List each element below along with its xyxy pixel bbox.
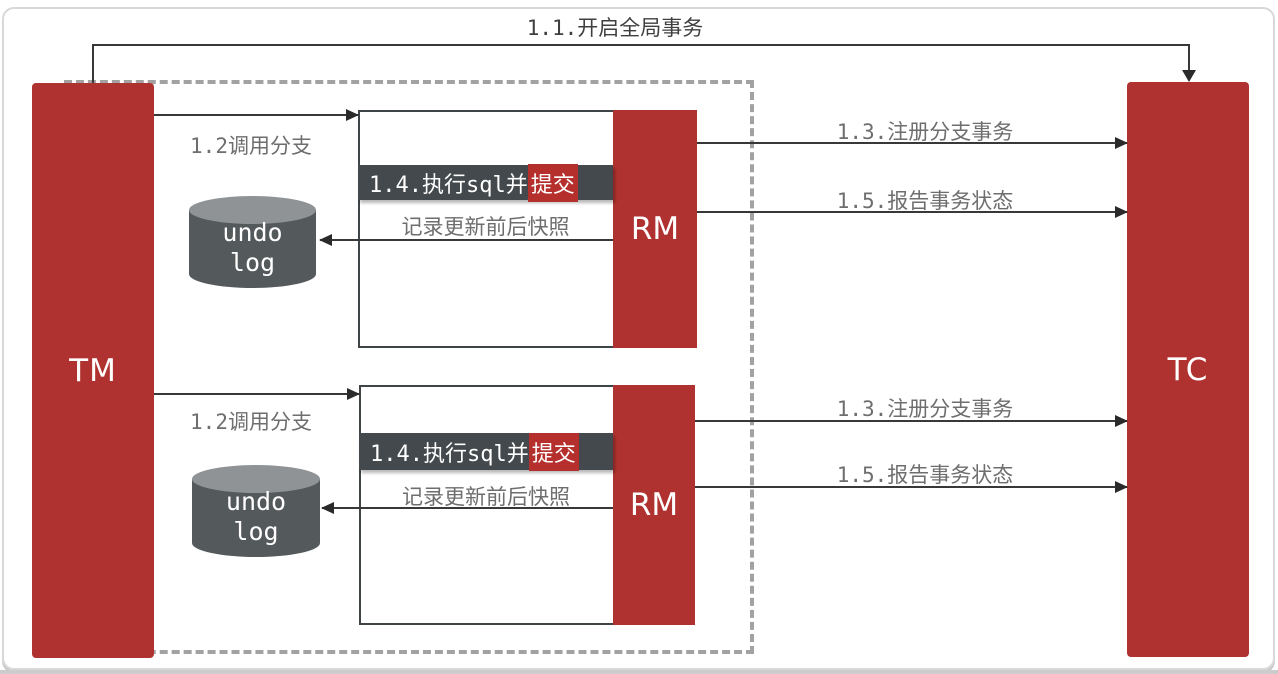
arrowhead-left-icon — [319, 234, 332, 246]
report-status-label: 1.5.报告事务状态 — [836, 189, 1014, 213]
snapshot-arrow — [321, 502, 613, 514]
report-status-arrow — [695, 481, 1128, 493]
exec-sql-bar: 1.4.执行sql并提交 — [359, 432, 613, 471]
report-status-label: 1.5.报告事务状态 — [836, 463, 1014, 487]
arrowhead-right-icon — [1115, 415, 1128, 427]
database-icon-bottom — [189, 260, 316, 288]
snapshot-arrow — [319, 234, 613, 246]
global-transaction-arrow-right-segment — [1188, 44, 1190, 71]
global-transaction-arrow-left-segment — [92, 44, 94, 83]
undo-log-label: undo log — [225, 487, 287, 546]
register-branch-label: 1.3.注册分支事务 — [836, 397, 1014, 421]
tm-label: TM — [69, 352, 117, 389]
exec-commit-highlight: 提交 — [528, 432, 579, 471]
global-transaction-label: 1.1.开启全局事务 — [526, 16, 704, 40]
tm-node: TM — [32, 83, 154, 658]
exec-sql-bar: 1.4.执行sql并提交 — [358, 163, 613, 202]
register-branch-arrow — [695, 415, 1128, 427]
database-icon-top — [189, 196, 316, 224]
database-icon-top — [192, 465, 320, 493]
exec-sql-label: 1.4.执行sql并 — [369, 172, 528, 198]
exec-sql-label: 1.4.执行sql并 — [370, 441, 529, 467]
arrowhead-right-icon — [1115, 481, 1128, 493]
rm-label: RM — [629, 487, 679, 523]
arrowhead-right-icon — [347, 388, 360, 400]
outer-frame — [2, 7, 1275, 670]
arrowhead-down-icon — [1182, 70, 1196, 82]
database-icon-bottom — [192, 529, 320, 557]
tc-node: TC — [1127, 82, 1249, 657]
snapshot-label: 记录更新前后快照 — [402, 485, 570, 509]
undo-log-label: undo log — [222, 218, 283, 277]
undo-log-cylinder: undo log — [189, 196, 316, 288]
arrowhead-right-icon — [1115, 137, 1128, 149]
arrowhead-left-icon — [321, 502, 334, 514]
rm-node: RM — [613, 110, 697, 348]
rm-node: RM — [613, 385, 695, 625]
report-status-arrow — [697, 206, 1128, 218]
global-transaction-arrow — [92, 44, 1190, 46]
register-branch-arrow — [697, 137, 1128, 149]
bottom-divider — [0, 670, 1278, 674]
undo-log-cylinder: undo log — [192, 465, 320, 557]
register-branch-label: 1.3.注册分支事务 — [836, 120, 1014, 144]
branch-call-arrow — [154, 388, 360, 400]
rm-label: RM — [630, 211, 680, 247]
arrowhead-right-icon — [1115, 206, 1128, 218]
arrowhead-right-icon — [346, 109, 359, 121]
branch-call-label: 1.2调用分支 — [190, 410, 312, 434]
branch-call-arrow — [154, 109, 359, 121]
snapshot-label: 记录更新前后快照 — [401, 215, 570, 239]
tc-label: TC — [1167, 351, 1209, 388]
exec-commit-highlight: 提交 — [527, 163, 578, 202]
branch-call-label: 1.2调用分支 — [190, 134, 312, 158]
